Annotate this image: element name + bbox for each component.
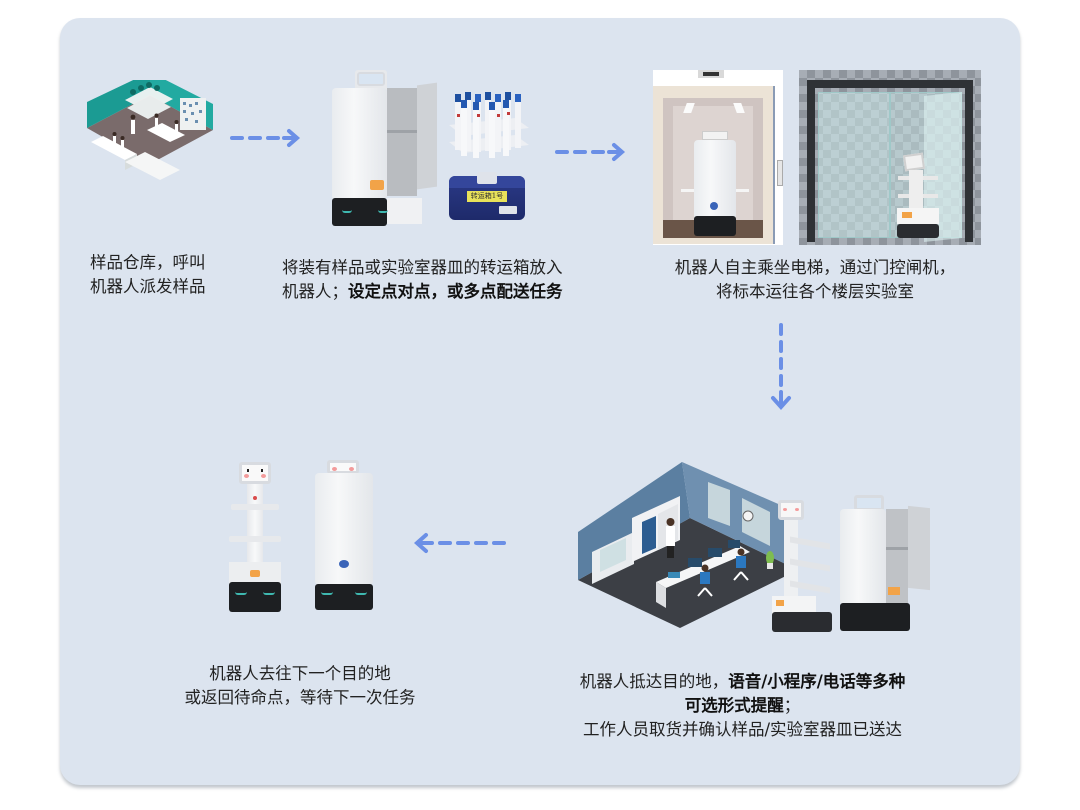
cabinet-robot-open-illustration — [840, 495, 935, 635]
step-4-highlight-2: 可选形式提醒 — [684, 696, 784, 715]
step-4-caption-line-2: 可选形式提醒； — [684, 696, 801, 715]
step-1-caption-line-2: 机器人派发样品 — [90, 277, 206, 296]
step-4-caption: 机器人抵达目的地，语音/小程序/电话等多种 可选形式提醒； 工作人员取货并确认样… — [535, 670, 950, 742]
service-robot-illustration — [770, 500, 835, 635]
flow-arrow-down — [771, 323, 791, 411]
transfer-box-label: 转运箱1号 — [467, 191, 507, 202]
step-1-caption: 样品仓库，呼叫 机器人派发样品 — [90, 251, 250, 299]
lab-room-illustration — [578, 462, 798, 628]
step-1-caption-line-1: 样品仓库，呼叫 — [90, 253, 206, 272]
step-5-caption-line-2: 或返回待命点，等待下一次任务 — [184, 688, 416, 707]
transfer-box-illustration: 转运箱1号 — [449, 172, 525, 222]
elevator-illustration — [653, 70, 783, 245]
service-robot-front-illustration — [225, 462, 285, 614]
flow-arrow-left — [413, 533, 506, 553]
cabinet-robot-closed-illustration — [313, 460, 375, 610]
step-4-caption-line-1: 机器人抵达目的地，语音/小程序/电话等多种 — [579, 672, 906, 691]
step-4-caption-line-3: 工作人员取货并确认样品/实验室器皿已送达 — [582, 720, 903, 739]
step-2-caption-line-1: 将装有样品或实验室器皿的转运箱放入 — [282, 258, 563, 277]
sample-warehouse-illustration — [87, 80, 213, 180]
step-3-caption-line-1: 机器人自主乘坐电梯，通过门控闸机， — [674, 258, 956, 277]
step-2-caption: 将装有样品或实验室器皿的转运箱放入 机器人；设定点对点，或多点配送任务 — [282, 256, 627, 304]
step-3-caption: 机器人自主乘坐电梯，通过门控闸机， 将标本运往各个楼层实验室 — [640, 256, 990, 304]
step-2-caption-line-2: 机器人；设定点对点，或多点配送任务 — [282, 282, 563, 301]
cabinet-robot-illustration — [330, 70, 440, 230]
step-5-caption: 机器人去往下一个目的地 或返回待命点，等待下一次任务 — [150, 662, 450, 710]
flow-arrow-right-1 — [230, 129, 301, 147]
step-4-highlight-1: 语音/小程序/电话等多种 — [728, 672, 906, 691]
step-3-caption-line-2: 将标本运往各个楼层实验室 — [716, 282, 914, 301]
glass-gate-illustration — [799, 70, 981, 245]
flow-arrow-right-2 — [555, 143, 626, 161]
test-tube-rack-illustration — [449, 92, 529, 158]
step-5-caption-line-1: 机器人去往下一个目的地 — [209, 664, 391, 683]
step-2-highlight: 设定点对点，或多点配送任务 — [348, 282, 563, 301]
